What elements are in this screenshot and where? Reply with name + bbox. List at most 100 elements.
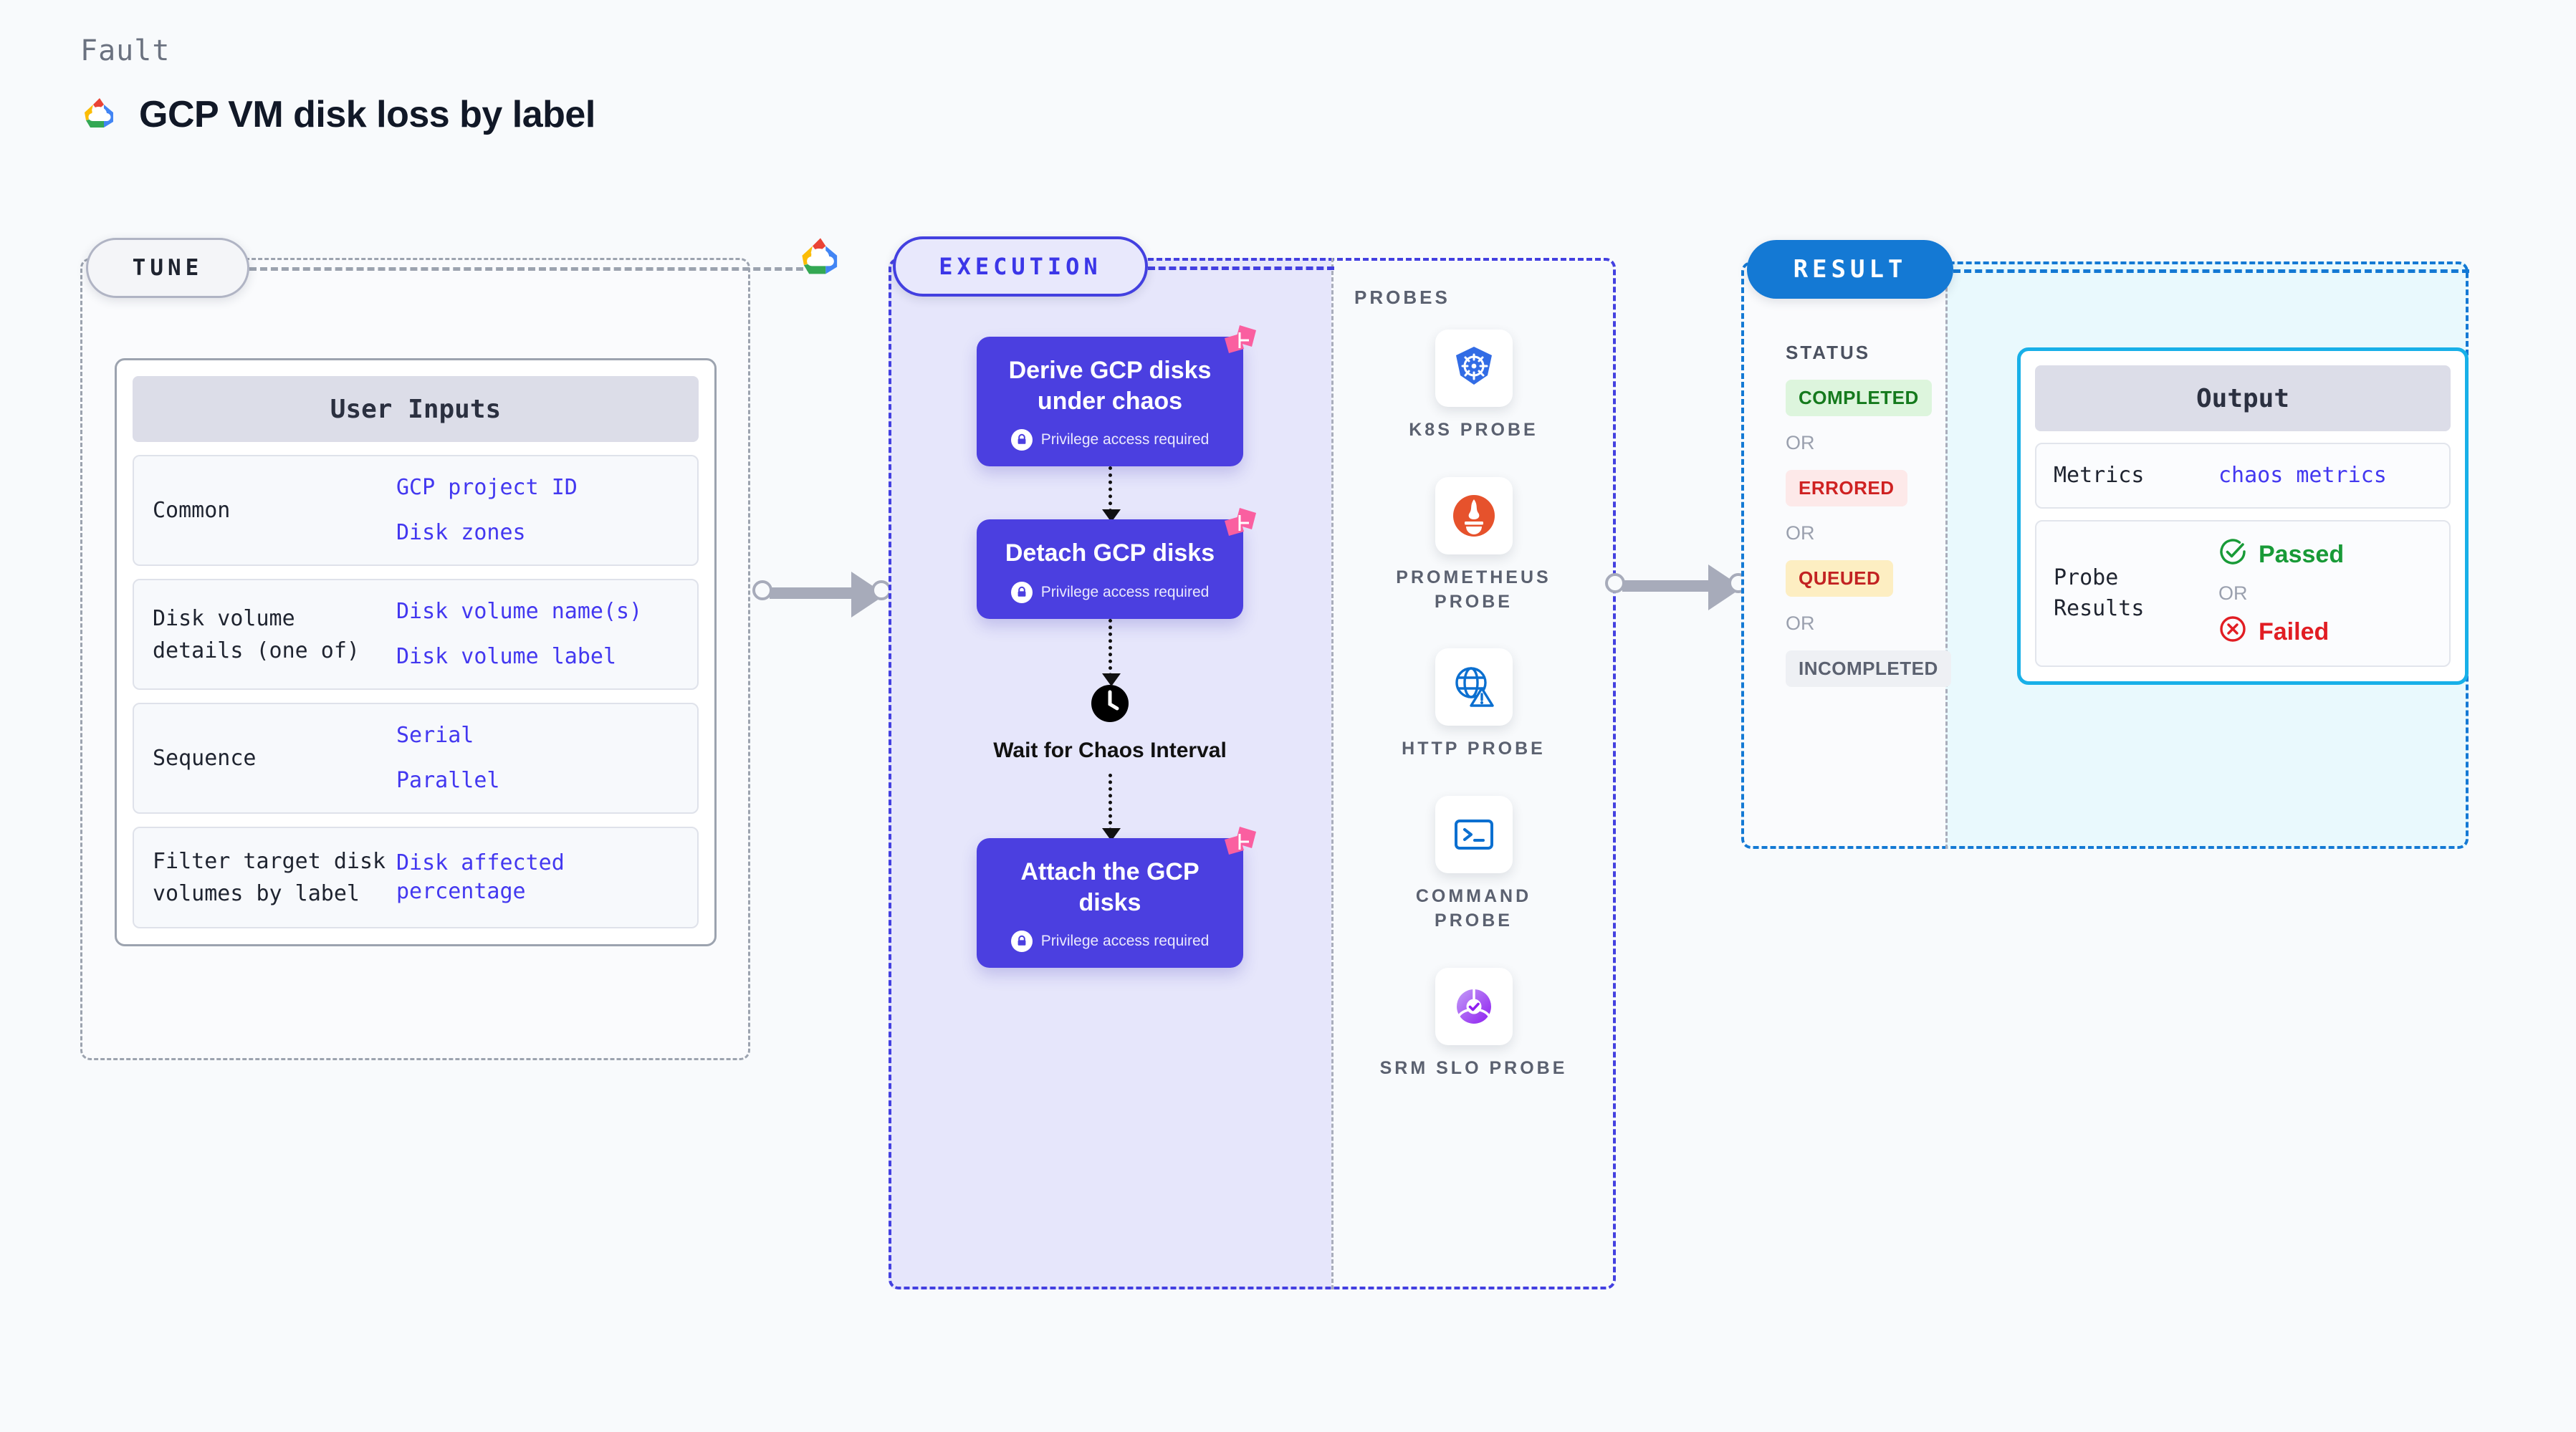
input-row-key: Common: [153, 498, 231, 523]
input-value[interactable]: Disk volume name(s): [396, 599, 643, 624]
node-title: Derive GCP disks under chaos: [1008, 357, 1212, 415]
page-title: GCP VM disk loss by label: [139, 94, 595, 135]
result-divider: [1945, 261, 1948, 849]
execution-connector-dash: [1148, 266, 1334, 270]
chaos-badge-icon: [1225, 325, 1256, 353]
execution-node-derive-gcp-disks[interactable]: Derive GCP disks under chaos Privilege a…: [977, 325, 1256, 466]
status-or-label: OR: [1786, 612, 1815, 634]
probe-item-prometheus[interactable]: PROMETHEUS PROBE: [1374, 476, 1574, 615]
status-or-label: OR: [1786, 522, 1815, 544]
node-privilege-note: Privilege access required: [991, 429, 1229, 451]
input-row-disk-volume-details[interactable]: Disk volume details (one of) Disk volume…: [133, 579, 699, 690]
output-row-metrics[interactable]: Metrics chaos metrics: [2035, 443, 2451, 509]
output-row-probe-results[interactable]: Probe Results Passed OR: [2035, 519, 2451, 667]
input-value[interactable]: GCP project ID: [396, 475, 578, 500]
probe-verdicts: Passed OR Failed: [2218, 537, 2344, 650]
lock-icon: [1010, 581, 1033, 603]
tune-panel: TUNE User Inputs Common GCP project ID D…: [80, 238, 838, 1060]
chaos-badge-icon: [1225, 508, 1256, 536]
probe-label: HTTP PROBE: [1402, 739, 1546, 759]
node-title: Attach the GCP disks: [1020, 858, 1200, 916]
execution-panel: EXECUTION Derive GCP disks under chaos: [889, 236, 1616, 1289]
status-badge-completed: COMPLETED: [1786, 380, 1932, 416]
privilege-label: Privilege access required: [1040, 583, 1210, 600]
input-value[interactable]: Disk zones: [396, 519, 526, 545]
result-connector-dash: [1953, 269, 2469, 273]
result-badge[interactable]: RESULT: [1747, 240, 1953, 299]
user-inputs-card: User Inputs Common GCP project ID Disk z…: [115, 358, 717, 946]
chaos-badge-icon: [1225, 827, 1256, 855]
probe-label: PROMETHEUS PROBE: [1396, 567, 1551, 612]
http-globe-warning-icon: [1435, 648, 1513, 726]
wait-step-label: Wait for Chaos Interval: [993, 738, 1227, 762]
input-row-key: Sequence: [153, 746, 257, 771]
gcp-cloud-logo-icon: [80, 97, 119, 133]
prometheus-icon: [1435, 476, 1513, 554]
execution-probes-divider: [1331, 258, 1334, 1289]
node-title: Detach GCP disks: [1005, 539, 1215, 567]
arrow-execution-to-result: [1605, 564, 1748, 610]
lock-icon: [1010, 931, 1033, 952]
verdict-label: Passed: [2259, 540, 2345, 568]
srm-slo-icon: [1435, 967, 1513, 1045]
probes-section-title: PROBES: [1354, 287, 1450, 308]
fault-kicker: Fault: [80, 34, 171, 67]
verdict-or-label: OR: [2218, 582, 2248, 604]
flow-connector-arrow: [1101, 466, 1121, 522]
probe-item-http[interactable]: HTTP PROBE: [1374, 648, 1574, 761]
x-circle-icon: [2218, 615, 2247, 650]
check-circle-icon: [2218, 537, 2247, 572]
result-status-region: [1741, 261, 1945, 849]
status-badge-incompleted: INCOMPLETED: [1786, 650, 1951, 687]
probe-item-k8s[interactable]: K8S PROBE: [1374, 330, 1574, 443]
result-panel: RESULT STATUS COMPLETED OR ERRORED OR QU…: [1741, 240, 2469, 849]
output-row-value[interactable]: chaos metrics: [2218, 463, 2387, 489]
input-value[interactable]: Disk affected percentage: [396, 850, 565, 905]
status-badge-queued: QUEUED: [1786, 560, 1894, 597]
privilege-label: Privilege access required: [1040, 933, 1210, 949]
input-row-values: GCP project ID Disk zones: [396, 474, 578, 547]
tune-connector-dash: [249, 267, 814, 271]
output-title: Output: [2035, 365, 2451, 431]
execution-badge[interactable]: EXECUTION: [893, 236, 1148, 297]
execution-flow: Derive GCP disks under chaos Privilege a…: [889, 325, 1331, 968]
kubernetes-icon: [1435, 330, 1513, 407]
probe-verdict-failed: Failed: [2218, 615, 2344, 650]
output-card: Output Metrics chaos metrics Probe Resul…: [2017, 347, 2469, 685]
probe-label: K8S PROBE: [1409, 420, 1538, 440]
probe-verdict-passed: Passed: [2218, 537, 2344, 572]
arrow-end-dot: [871, 580, 891, 600]
lock-icon: [1010, 429, 1033, 451]
input-value[interactable]: Parallel: [396, 767, 500, 793]
probes-list: K8S PROBE PROMETHEUS PROBE: [1331, 330, 1616, 1080]
node-privilege-note: Privilege access required: [991, 931, 1229, 952]
clock-icon: [1090, 683, 1130, 727]
input-row-values: Disk affected percentage: [396, 849, 679, 907]
input-row-key: Disk volume details (one of): [153, 605, 360, 663]
status-title: STATUS: [1786, 342, 1871, 363]
input-row-sequence[interactable]: Sequence Serial Parallel: [133, 703, 699, 814]
input-value[interactable]: Disk volume label: [396, 643, 617, 669]
probe-item-command[interactable]: COMMAND PROBE: [1374, 796, 1574, 933]
probe-label: SRM SLO PROBE: [1379, 1057, 1568, 1078]
input-row-key: Filter target disk volumes by label: [153, 849, 386, 906]
flow-connector-arrow: [1101, 618, 1121, 686]
input-row-filter-target[interactable]: Filter target disk volumes by label Disk…: [133, 827, 699, 928]
user-inputs-title: User Inputs: [133, 376, 699, 442]
output-row-key: Metrics: [2054, 463, 2145, 488]
input-row-values: Serial Parallel: [396, 721, 500, 795]
execution-node-attach-gcp-disks[interactable]: Attach the GCP disks Privilege access re…: [977, 827, 1256, 968]
execution-node-detach-gcp-disks[interactable]: Detach GCP disks Privilege access requir…: [977, 508, 1256, 619]
probe-label: COMMAND PROBE: [1415, 886, 1532, 931]
privilege-label: Privilege access required: [1040, 431, 1210, 448]
tune-badge[interactable]: TUNE: [86, 238, 249, 298]
status-badge-errored: ERRORED: [1786, 470, 1907, 506]
status-column: STATUS COMPLETED OR ERRORED OR QUEUED OR…: [1786, 342, 1951, 687]
terminal-icon: [1435, 796, 1513, 873]
verdict-label: Failed: [2259, 618, 2330, 645]
input-value[interactable]: Serial: [396, 723, 474, 748]
input-row-common[interactable]: Common GCP project ID Disk zones: [133, 455, 699, 566]
probe-item-srm-slo[interactable]: SRM SLO PROBE: [1374, 967, 1574, 1081]
arrow-shaft: [1622, 580, 1713, 592]
